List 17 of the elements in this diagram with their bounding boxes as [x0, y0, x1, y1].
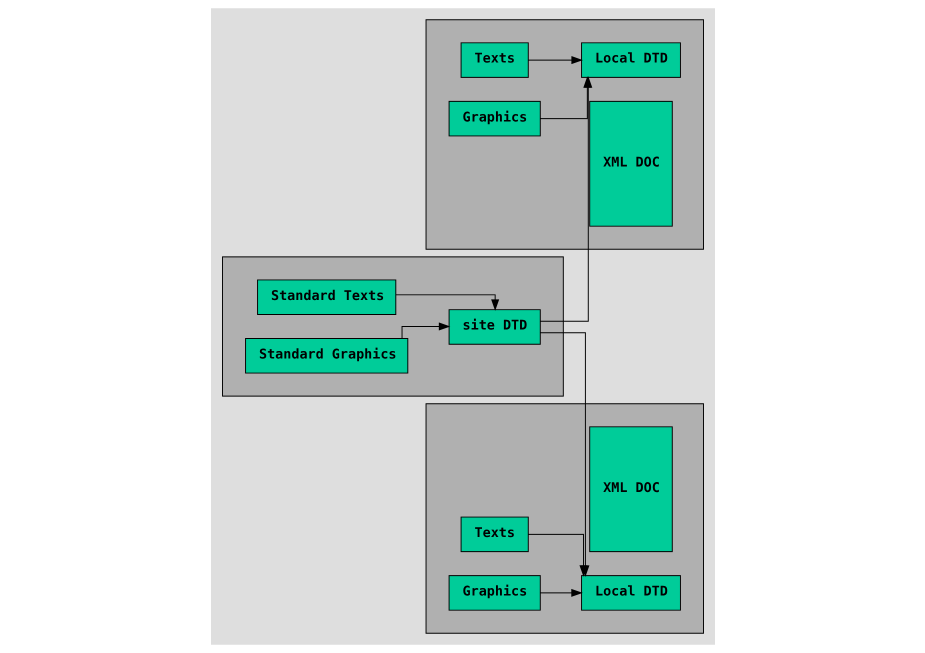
node-box: Local DTD — [580, 42, 680, 78]
cluster — [425, 19, 704, 250]
node-box: Standard Graphics — [244, 338, 408, 374]
node-box: site DTD — [448, 309, 540, 345]
node-box: Texts — [460, 42, 528, 78]
arrow — [527, 56, 582, 64]
node-box: Standard Texts — [256, 279, 396, 315]
node-box: Graphics — [448, 100, 540, 136]
node-box: Graphics — [448, 575, 540, 611]
node-box: Local DTD — [580, 575, 680, 611]
arrow — [394, 294, 499, 311]
arrow — [539, 588, 582, 597]
cluster — [222, 256, 564, 397]
cluster — [425, 403, 704, 634]
node-box: XML DOC — [588, 100, 672, 227]
node-box: XML DOC — [588, 426, 672, 552]
node-box: Texts — [460, 516, 528, 552]
